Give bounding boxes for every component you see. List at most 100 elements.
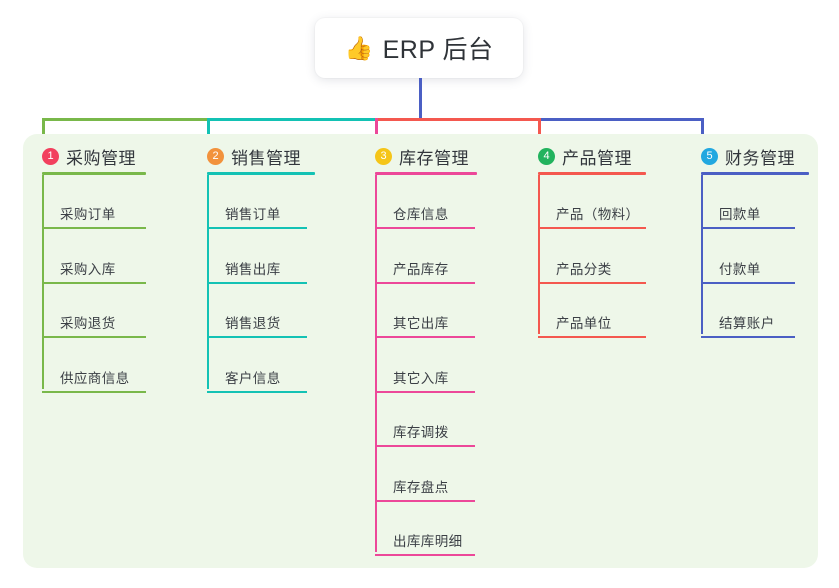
module-item-label: 其它入库 [393, 370, 449, 386]
module-item-rule [556, 336, 646, 338]
module-item-rule [225, 390, 307, 393]
module-item-rule [393, 336, 475, 338]
module-item-stub [375, 227, 393, 229]
module-item[interactable]: 产品库存 [375, 258, 475, 284]
module-header-2[interactable]: 2 销售管理 [207, 144, 301, 169]
module-header-5[interactable]: 5 财务管理 [701, 144, 795, 169]
module-item[interactable]: 产品（物料） [538, 203, 646, 229]
module-item-rule [225, 281, 307, 284]
module-item-stub [207, 281, 225, 284]
module-item-rule [225, 336, 307, 338]
module-item-stub [538, 227, 556, 229]
module-header-rule-1 [42, 172, 146, 175]
module-item-rule [60, 390, 146, 393]
module-item[interactable]: 库存盘点 [375, 476, 475, 502]
module-item-stub [42, 390, 60, 393]
module-spine-3 [375, 175, 377, 552]
module-item-stub [375, 554, 393, 556]
module-item-rule [719, 336, 795, 338]
module-item[interactable]: 其它出库 [375, 312, 475, 338]
bus-segment-2 [207, 118, 375, 121]
module-item-stub [207, 336, 225, 338]
module-item[interactable]: 产品分类 [538, 258, 646, 284]
module-item[interactable]: 销售出库 [207, 258, 307, 284]
module-title-5: 财务管理 [725, 149, 795, 168]
module-header-4[interactable]: 4 产品管理 [538, 144, 632, 169]
module-item-label: 出库库明细 [393, 534, 463, 549]
module-item-label: 客户信息 [225, 370, 281, 386]
module-item-label: 其它出库 [393, 316, 449, 331]
root-node-label: 👍 ERP 后台 [344, 30, 493, 66]
module-item-rule [60, 227, 146, 229]
module-title-2: 销售管理 [231, 149, 301, 168]
module-item[interactable]: 供应商信息 [42, 367, 146, 393]
module-badge-3: 3 [375, 148, 392, 165]
module-item-rule [225, 227, 307, 229]
module-item[interactable]: 采购订单 [42, 203, 146, 229]
module-item[interactable]: 采购退货 [42, 312, 146, 338]
bus-segment-4 [538, 118, 704, 121]
module-title-4: 产品管理 [562, 149, 632, 168]
module-item-rule [393, 227, 475, 229]
module-item-stub [42, 336, 60, 338]
module-item[interactable]: 销售退货 [207, 312, 307, 338]
module-item-stub [207, 227, 225, 229]
module-item-stub [538, 281, 556, 284]
module-item[interactable]: 库存调拨 [375, 421, 475, 447]
module-item-rule [60, 336, 146, 338]
module-item-label: 产品单位 [556, 316, 612, 331]
module-item-label: 销售订单 [225, 207, 281, 222]
module-item-stub [701, 281, 719, 284]
module-item-label: 库存调拨 [393, 425, 449, 440]
module-item-stub [375, 336, 393, 338]
module-item-rule [393, 445, 475, 447]
root-stem-connector [419, 78, 422, 121]
module-header-rule-4 [538, 172, 646, 175]
module-item[interactable]: 付款单 [701, 258, 795, 284]
root-node[interactable]: 👍 ERP 后台 [315, 18, 523, 78]
module-item-rule [393, 281, 475, 284]
module-item-stub [375, 390, 393, 393]
module-item-stub [375, 445, 393, 447]
module-item-rule [393, 390, 475, 393]
module-item[interactable]: 采购入库 [42, 258, 146, 284]
module-item-rule [60, 281, 146, 284]
module-item-label: 采购入库 [60, 261, 116, 277]
module-item-stub [375, 281, 393, 284]
module-item-stub [207, 390, 225, 393]
module-item-label: 产品分类 [556, 261, 612, 277]
root-node-title: ERP 后台 [382, 36, 494, 64]
module-item-label: 销售退货 [225, 316, 281, 331]
module-item-rule [719, 227, 795, 229]
module-item[interactable]: 客户信息 [207, 367, 307, 393]
module-item[interactable]: 其它入库 [375, 367, 475, 393]
module-item[interactable]: 销售订单 [207, 203, 307, 229]
module-badge-5: 5 [701, 148, 718, 165]
module-item-label: 回款单 [719, 207, 761, 222]
module-item[interactable]: 结算账户 [701, 312, 795, 338]
module-item[interactable]: 产品单位 [538, 312, 646, 338]
module-item[interactable]: 仓库信息 [375, 203, 475, 229]
module-item-label: 销售出库 [225, 261, 281, 277]
module-spine-4 [538, 175, 540, 334]
module-item-stub [42, 281, 60, 284]
module-badge-4: 4 [538, 148, 555, 165]
module-item-label: 产品库存 [393, 261, 449, 277]
module-item-label: 产品（物料） [556, 207, 640, 222]
module-item-stub [538, 336, 556, 338]
module-item-label: 库存盘点 [393, 479, 449, 495]
module-item[interactable]: 回款单 [701, 203, 795, 229]
module-item[interactable]: 出库库明细 [375, 530, 475, 556]
module-badge-2: 2 [207, 148, 224, 165]
module-item-label: 采购退货 [60, 316, 116, 331]
module-item-rule [719, 281, 795, 284]
module-title-1: 采购管理 [66, 149, 136, 168]
bus-segment-3 [375, 118, 538, 121]
thumbs-up-icon: 👍 [344, 34, 374, 61]
module-item-stub [42, 227, 60, 229]
module-item-rule [556, 227, 646, 229]
module-header-rule-2 [207, 172, 315, 175]
